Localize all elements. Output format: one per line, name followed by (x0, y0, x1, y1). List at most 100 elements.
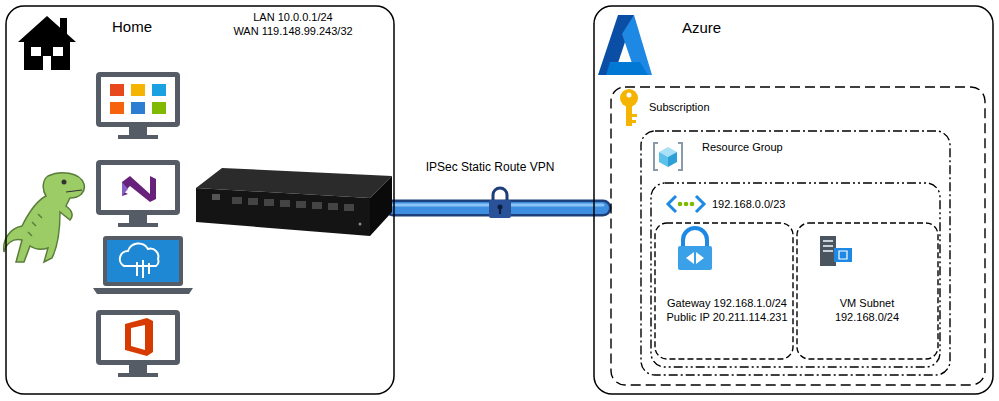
key-icon (626, 104, 632, 126)
key-icon (632, 114, 637, 117)
vpn-gateway-icon (683, 228, 707, 246)
resource-group-icon (654, 143, 658, 170)
windows-monitor (110, 102, 124, 114)
router-device (248, 198, 258, 205)
vnet-icon (684, 202, 689, 207)
router-device (232, 197, 242, 204)
router-device (344, 204, 354, 211)
resource-group-icon (654, 143, 682, 170)
vm-server-icon (834, 248, 852, 262)
outline-border (611, 87, 985, 385)
laptop-cloud (93, 236, 193, 294)
outline-border (651, 183, 940, 367)
dinosaur-mascot (4, 173, 85, 262)
subscription-box: SubscriptionResource Group 192.168.0.0/23… (610, 86, 986, 386)
address-space: 192.168.0.0/23 (712, 197, 785, 211)
network-address: WAN 119.148.99.243/32 (208, 24, 378, 38)
outline-border (641, 131, 950, 375)
outline-border (6, 6, 394, 394)
house-icon (18, 16, 76, 70)
outline-border (797, 223, 938, 359)
resource-group-icon (659, 152, 668, 167)
house-icon (18, 16, 76, 70)
gateway-subnet-box: Gateway 192.168.1.0/24 Public IP 20.211.… (654, 222, 794, 360)
house-icon (31, 47, 41, 56)
padlock-icon (493, 188, 507, 200)
outline (796, 222, 939, 360)
windows-monitor (152, 84, 166, 96)
vm-server-icon (820, 236, 836, 266)
vm-subnet-box: VM Subnet 192.168.0/24 (796, 222, 939, 360)
router-device (196, 188, 370, 236)
windows-monitor (96, 72, 180, 127)
office-monitor (118, 373, 158, 377)
windows-monitor (96, 72, 180, 139)
azure-logo (598, 15, 652, 75)
router-device (280, 200, 290, 207)
visual-studio-monitor (96, 160, 180, 215)
outline (654, 222, 794, 360)
outline-border (655, 223, 793, 359)
laptop-cloud (107, 240, 179, 282)
laptop-cloud (120, 243, 159, 266)
house-icon (60, 18, 67, 34)
key-icon (620, 89, 638, 126)
edge-label: IPSec Static Route VPN (424, 160, 557, 174)
vnet-icon (668, 196, 704, 212)
router-device (312, 202, 322, 209)
padlock-icon (489, 200, 511, 218)
vnet-icon (668, 196, 676, 212)
house-icon (43, 56, 51, 70)
resource-group-icon (668, 152, 677, 167)
router-device (328, 203, 338, 210)
outline (5, 5, 395, 395)
vm-server-icon (823, 240, 833, 242)
vpn-gateway-icon (686, 252, 704, 264)
azure-region: AzureSubscriptionResource Group192.168.0… (593, 5, 994, 395)
router-device (196, 168, 392, 236)
router-device (212, 194, 220, 200)
padlock-icon (499, 208, 501, 214)
visual-studio-monitor (122, 176, 156, 202)
vnet-box: 192.168.0.0/23Gateway 192.168.1.0/24 Pub… (650, 182, 941, 368)
visual-studio-monitor (96, 160, 180, 227)
scope-label: Resource Group (702, 140, 783, 154)
visual-studio-monitor (122, 182, 128, 196)
scope-label: Subscription (649, 100, 710, 114)
office-monitor (96, 310, 180, 377)
resource-group-icon (678, 143, 682, 170)
windows-monitor (131, 102, 145, 114)
router-device (370, 176, 392, 236)
visual-studio-monitor (101, 165, 175, 210)
windows-monitor (101, 77, 175, 122)
home-region: HomeLAN 10.0.0.1/24WAN 119.148.99.243/32 (5, 5, 395, 395)
outline (650, 182, 941, 368)
padlock-icon (489, 188, 511, 218)
vnet-icon (690, 202, 695, 207)
office-monitor (96, 310, 180, 365)
router-device (359, 223, 362, 226)
windows-monitor (129, 127, 147, 135)
laptop-cloud (142, 260, 144, 278)
house-icon (53, 47, 63, 56)
vm-server-icon (823, 245, 833, 247)
router-device (296, 201, 306, 208)
outline (640, 130, 951, 376)
office-monitor (125, 318, 153, 356)
region-title: Home (112, 17, 152, 37)
windows-monitor (110, 84, 124, 96)
laptop-cloud (93, 288, 193, 294)
windows-monitor (152, 102, 166, 114)
subnet-label: Gateway 192.168.1.0/24 Public IP 20.211.… (657, 296, 797, 325)
outline-border (594, 6, 993, 394)
key-icon (627, 93, 632, 98)
vpn-gateway-icon (678, 246, 712, 270)
office-monitor (131, 325, 145, 350)
vm-server-icon (823, 250, 833, 252)
azure-logo (606, 62, 648, 75)
dinosaur-mascot (28, 214, 42, 236)
laptop-cloud (136, 262, 138, 276)
vm-server-icon (839, 251, 847, 259)
visual-studio-monitor (129, 215, 147, 223)
